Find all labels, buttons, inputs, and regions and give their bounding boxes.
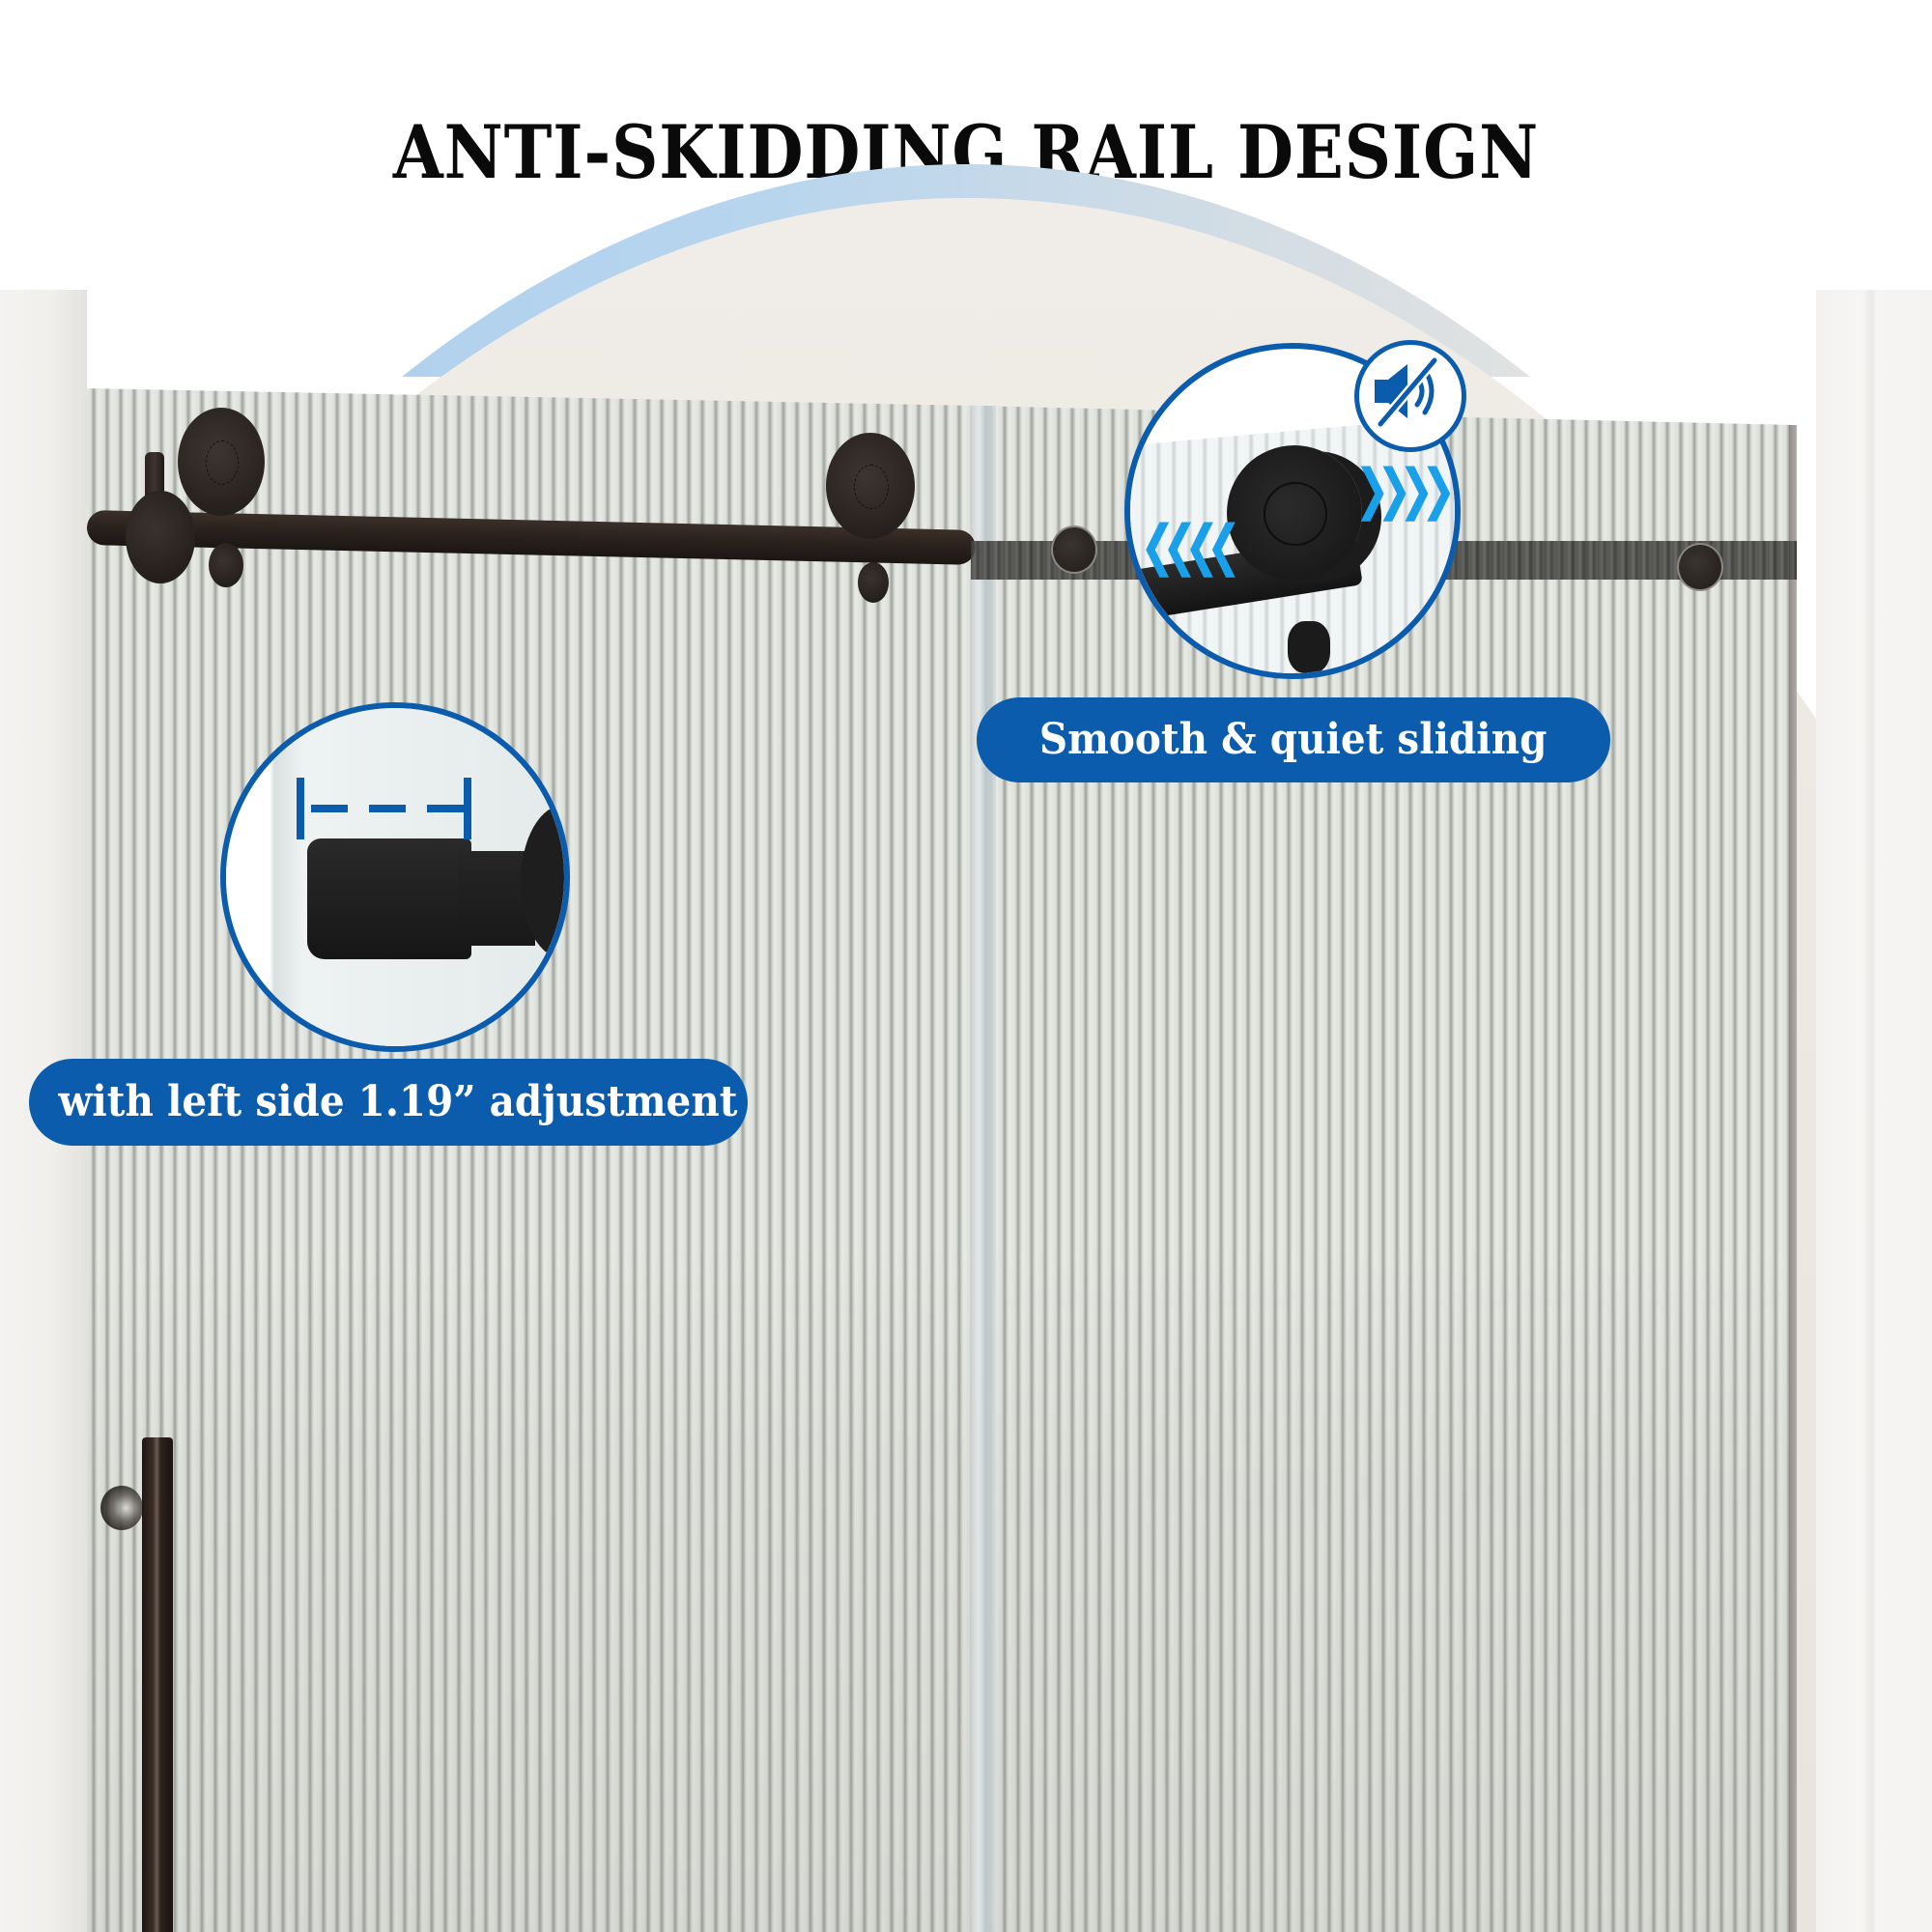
fixed-fluted-glass-panel	[87, 388, 976, 1932]
glass-shading	[87, 1246, 1797, 1932]
door-pull-handle	[142, 1437, 173, 1932]
quiet-sliding-text: Smooth & quiet sliding	[1039, 715, 1548, 764]
glass-panel-right-edge	[1789, 425, 1797, 1932]
right-wall-trim	[1816, 290, 1932, 1932]
roller-wheel-middle	[826, 433, 915, 539]
mute-speaker-icon	[1354, 340, 1466, 452]
rail-end-stopper	[126, 491, 195, 583]
left-adjustment-label: with left side 1.19” adjustment	[29, 1059, 748, 1146]
rail-connector-cap	[1051, 526, 1097, 574]
zoomed-roller-wheel	[1227, 445, 1362, 581]
rail-end-cap-right	[1677, 543, 1723, 591]
left-adjustment-text: with left side 1.19” adjustment	[58, 1077, 738, 1126]
roller-bottom-knob-left	[209, 543, 243, 587]
glass-panel-edge	[971, 406, 996, 1932]
roller-wheel-left	[178, 408, 265, 516]
handle-mount-bracket	[100, 1486, 143, 1530]
adjustment-zoom-callout	[220, 702, 570, 1052]
slide-left-arrows-icon: ❮❮❮❮	[1140, 514, 1242, 579]
zoomed-roller-knob	[1288, 621, 1330, 673]
zoomed-rail-end	[307, 838, 471, 959]
slide-right-arrows-icon: ❯❯❯❯	[1354, 458, 1455, 523]
roller-bottom-knob-middle	[858, 562, 889, 603]
quiet-sliding-label: Smooth & quiet sliding	[977, 697, 1610, 782]
